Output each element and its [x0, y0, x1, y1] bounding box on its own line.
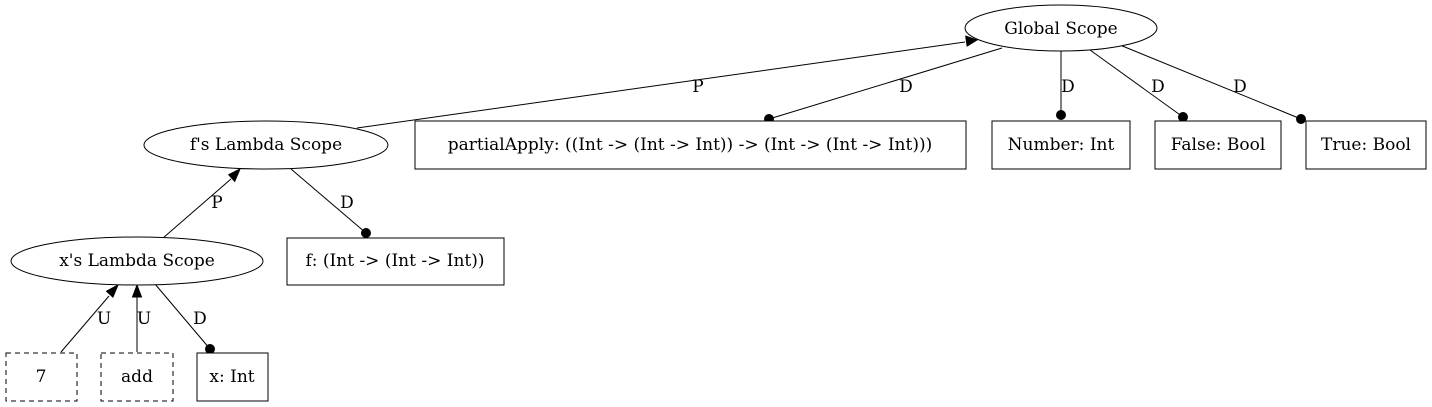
- arrowhead-ref-7: [105, 283, 120, 298]
- edge-label-f-decl: D: [340, 193, 354, 213]
- node-x-lambda-scope: x's Lambda Scope: [10, 236, 264, 286]
- node-label-ref-7: 7: [36, 367, 47, 387]
- node-label-ref-add: add: [121, 367, 153, 387]
- node-ref-add: add: [100, 352, 174, 402]
- node-label-f-decl: f: (Int -> (Int -> Int)): [305, 251, 484, 271]
- edge-global-to-partial-apply: D: [764, 47, 1003, 124]
- edge-label-ref-7: U: [97, 309, 111, 329]
- node-partial-apply: partialApply: ((Int -> (Int -> Int)) -> …: [414, 120, 967, 170]
- edge-x-scope-to-x-decl: D: [154, 283, 215, 354]
- edge-label-x-decl: D: [193, 309, 207, 329]
- node-label-partial-apply: partialApply: ((Int -> (Int -> Int)) -> …: [448, 135, 932, 155]
- node-number-decl: Number: Int: [991, 120, 1131, 170]
- node-label-x-lambda-scope: x's Lambda Scope: [59, 251, 215, 271]
- edge-ref-add-to-x-scope: U: [131, 283, 151, 352]
- node-label-true-decl: True: Bool: [1321, 135, 1411, 155]
- edge-label-global-true: D: [1233, 77, 1247, 97]
- edge-f-scope-to-global-scope: P: [356, 35, 979, 129]
- arrowhead-x-to-f: [227, 167, 241, 183]
- edge-label-global-number: D: [1061, 77, 1075, 97]
- edge-label-global-partial-apply: D: [899, 77, 913, 97]
- edge-x-scope-to-f-scope: P: [162, 167, 241, 239]
- node-label-false-decl: False: Bool: [1171, 135, 1266, 155]
- node-label-x-decl: x: Int: [209, 367, 254, 387]
- edge-global-to-false: D: [1089, 49, 1188, 122]
- node-label-number-decl: Number: Int: [1008, 135, 1115, 155]
- node-global-scope: Global Scope: [964, 4, 1158, 52]
- node-label-f-lambda-scope: f's Lambda Scope: [190, 135, 342, 155]
- node-f-lambda-scope: f's Lambda Scope: [143, 120, 389, 170]
- edge-global-to-true: D: [1114, 42, 1306, 124]
- dot-number: [1056, 110, 1066, 120]
- node-label-global-scope: Global Scope: [1004, 19, 1117, 39]
- dot-x-decl: [205, 344, 215, 354]
- node-ref-7: 7: [5, 352, 78, 402]
- edge-global-to-number: D: [1056, 51, 1075, 120]
- node-x-decl: x: Int: [196, 352, 269, 402]
- dot-f-decl: [361, 228, 371, 238]
- edge-label-f-to-global: P: [692, 77, 703, 97]
- edge-label-global-false: D: [1151, 77, 1165, 97]
- arrowhead-f-to-global: [965, 35, 979, 47]
- edge-ref-7-to-x-scope: U: [60, 283, 120, 353]
- dot-false: [1178, 112, 1188, 122]
- edge-f-scope-to-f-decl: D: [290, 168, 371, 238]
- edge-label-ref-add: U: [137, 309, 151, 329]
- node-true-decl: True: Bool: [1305, 120, 1427, 170]
- arrowhead-ref-add: [131, 283, 143, 298]
- node-false-decl: False: Bool: [1154, 120, 1282, 170]
- dot-true: [1296, 114, 1306, 124]
- node-f-decl: f: (Int -> (Int -> Int)): [286, 237, 505, 286]
- edge-label-x-to-f: P: [211, 193, 222, 213]
